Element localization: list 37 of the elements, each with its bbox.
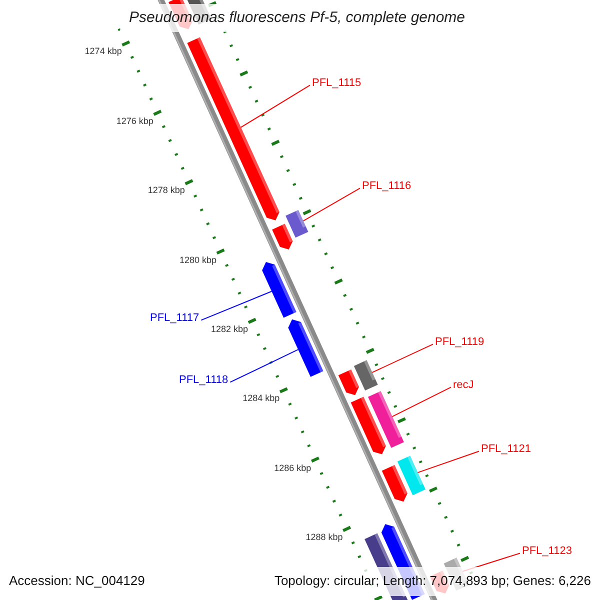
accession-text: Accession: NC_004129 [9, 574, 145, 589]
gene-label: PFL_1116 [362, 180, 412, 193]
leader-line [200, 290, 272, 321]
leader-line [240, 84, 310, 128]
diagram-title: Pseudomonas fluorescens Pf-5, complete genome [129, 9, 466, 26]
leader-line [230, 349, 299, 383]
scale-label: 1276 kbp [116, 116, 154, 126]
gene-label: PFL_1115 [312, 77, 362, 90]
gene-feature [262, 262, 296, 318]
leader-line [302, 188, 360, 222]
scale-label: 1284 kbp [242, 393, 280, 404]
scale-label: 1288 kbp [306, 532, 343, 542]
scale-label: 1278 kbp [148, 185, 185, 196]
scale-label: 1282 kbp [211, 324, 248, 334]
gene-label: PFL_1118 [179, 374, 228, 387]
gene-feature [382, 465, 408, 502]
leader-line [417, 450, 480, 474]
gene-label: recJ [453, 379, 474, 392]
gene-feature [286, 210, 308, 238]
gene-feature [397, 456, 426, 496]
gene-feature [187, 37, 280, 220]
gene-label: PFL_1119 [435, 336, 484, 349]
gene-label: PFL_1121 [481, 443, 531, 456]
genome-stats-text: Topology: circular; Length: 7,074,893 bp; Genes: 6,226 [274, 574, 591, 589]
gene-label: PFL_1123 [522, 545, 572, 558]
gene-label: PFL_1117 [150, 312, 200, 325]
gene-feature [288, 319, 324, 377]
scale-label: 1280 kbp [179, 254, 217, 265]
leader-line [372, 344, 434, 373]
gene-feature [272, 224, 293, 250]
gene-feature [338, 369, 359, 396]
gene-feature [368, 391, 404, 448]
gene-feature [350, 396, 386, 454]
scale-label: 1286 kbp [274, 462, 312, 473]
leader-line [392, 386, 452, 418]
scale-label: 1274 kbp [84, 46, 122, 57]
gene-feature [354, 360, 378, 391]
